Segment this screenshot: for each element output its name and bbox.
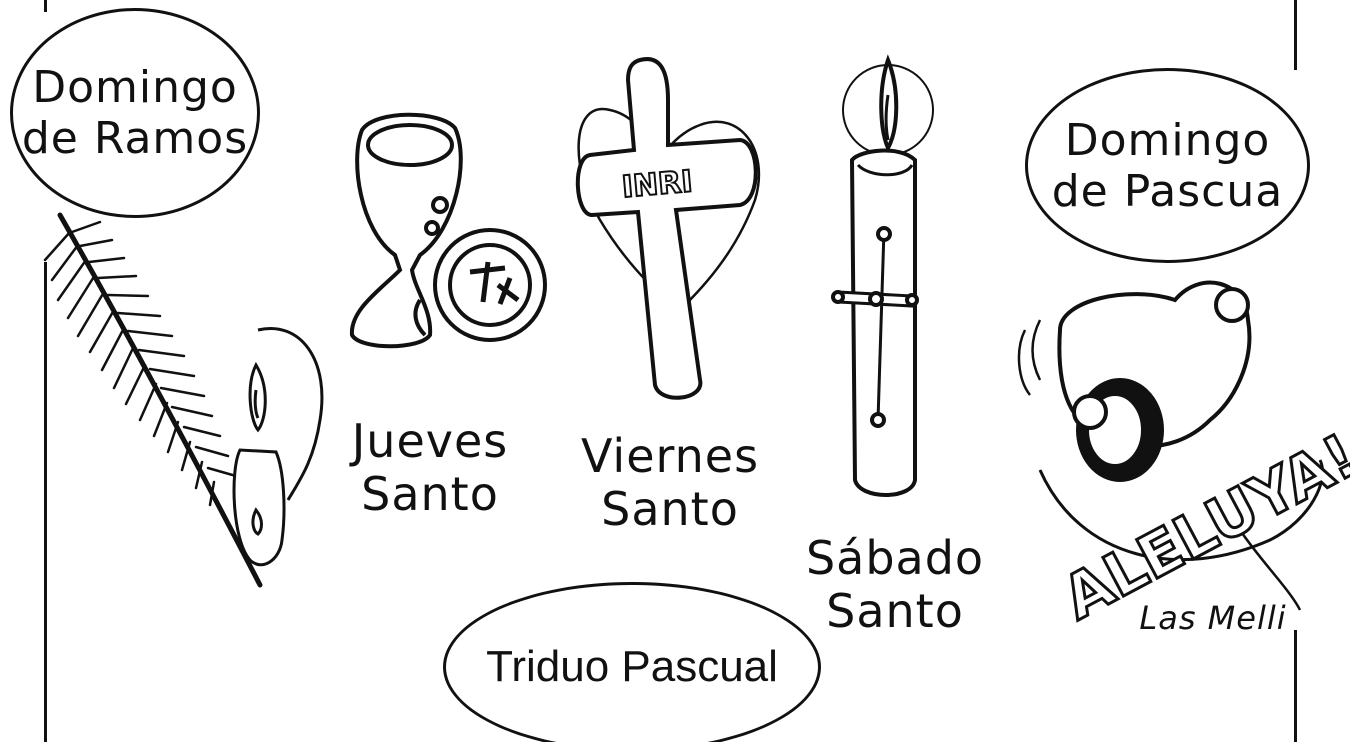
host-icon <box>433 228 547 342</box>
easter-sunday-line1: Domingo <box>1064 114 1271 166</box>
holy-thursday-label: Jueves Santo <box>345 415 515 521</box>
inri-label: INRI <box>621 164 694 205</box>
easter-sunday-line2: de Pascua <box>1051 165 1284 217</box>
holy-saturday-line1: Sábado <box>805 531 985 585</box>
good-friday-line1: Viernes <box>580 429 760 483</box>
triduum-label: Triduo Pascual <box>486 642 778 691</box>
left-border-bottom <box>44 262 47 742</box>
chalice-icon <box>349 112 463 349</box>
holy-thursday-line2: Santo <box>361 466 499 521</box>
right-border-top <box>1294 0 1297 70</box>
palm-sunday-line2: de Ramos <box>21 113 249 164</box>
holy-saturday-line2: Santo <box>826 583 964 638</box>
palm-sunday-oval: Domingo de Ramos <box>10 8 260 218</box>
signature: Las Melli <box>1139 599 1287 637</box>
small-candle-icon <box>232 327 324 567</box>
right-border-bottom <box>1294 630 1297 742</box>
palm-branch-icon <box>43 212 263 588</box>
palm-sunday-line1: Domingo <box>32 62 238 113</box>
good-friday-line2: Santo <box>601 481 739 536</box>
holy-thursday-line1: Jueves <box>351 414 509 468</box>
good-friday-label: Viernes Santo <box>580 430 760 536</box>
cross-heart-icon <box>575 57 761 400</box>
left-border-top <box>44 0 47 12</box>
easter-bell-icon <box>1017 280 1325 611</box>
holy-saturday-label: Sábado Santo <box>805 532 985 638</box>
paschal-candle-icon <box>831 54 934 497</box>
triduum-oval: Triduo Pascual <box>443 582 821 742</box>
easter-sunday-oval: Domingo de Pascua <box>1025 68 1310 263</box>
